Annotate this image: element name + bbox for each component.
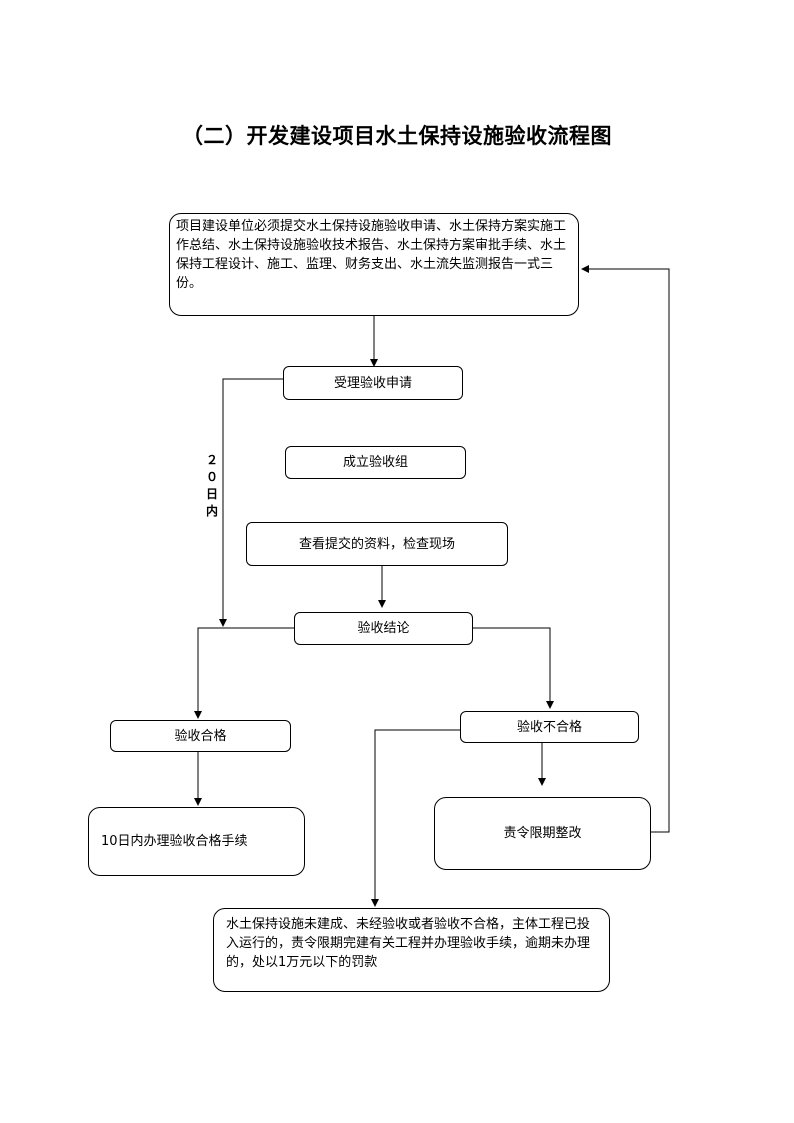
form-group-text: 成立验收组 [342, 455, 408, 470]
pass-procedure-node: 10日内办理验收合格手续 [88, 807, 305, 876]
pass-text: 验收合格 [174, 728, 227, 744]
accept-application-node: 受理验收申请 [283, 366, 463, 400]
arrow-accept-to-conclusion [219, 378, 283, 627]
inspect-text: 查看提交的资料，检查现场 [298, 536, 455, 552]
conclusion-text: 验收结论 [357, 621, 410, 636]
inspect-node: 查看提交的资料，检查现场 [246, 522, 508, 566]
form-group-node: 成立验收组 [285, 446, 466, 479]
accept-application-text: 受理验收申请 [333, 375, 412, 391]
arrow-conclusion-to-pass [194, 627, 294, 719]
rectify-node: 责令限期整改 [434, 797, 651, 870]
penalty-text: 水土保持设施未建成、未经验收或者验收不合格，主体工程已投入运行的，责令限期完建有… [226, 917, 591, 970]
rectify-text: 责令限期整改 [503, 826, 582, 841]
arrow-rectify-to-submit [581, 265, 670, 833]
penalty-node: 水土保持设施未建成、未经验收或者验收不合格，主体工程已投入运行的，责令限期完建有… [213, 908, 610, 992]
page-title: （二）开发建设项目水土保持设施验收流程图 [182, 123, 612, 148]
fail-text: 验收不合格 [516, 719, 582, 735]
arrow-fail-to-penalty [371, 729, 460, 907]
submit-materials-node: 项目建设单位必须提交水土保持设施验收申请、水土保持方案实施工作总结、水土保持设施… [169, 213, 579, 316]
arrow-conclusion-to-fail [473, 627, 554, 709]
twenty-days-label: ２０日内 [205, 453, 218, 518]
pass-procedure-text: 10日内办理验收合格手续 [101, 834, 248, 849]
pass-node: 验收合格 [110, 720, 291, 752]
submit-materials-text: 项目建设单位必须提交水土保持设施验收申请、水土保持方案实施工作总结、水土保持设施… [176, 219, 567, 291]
fail-node: 验收不合格 [460, 711, 639, 743]
conclusion-node: 验收结论 [294, 612, 473, 645]
